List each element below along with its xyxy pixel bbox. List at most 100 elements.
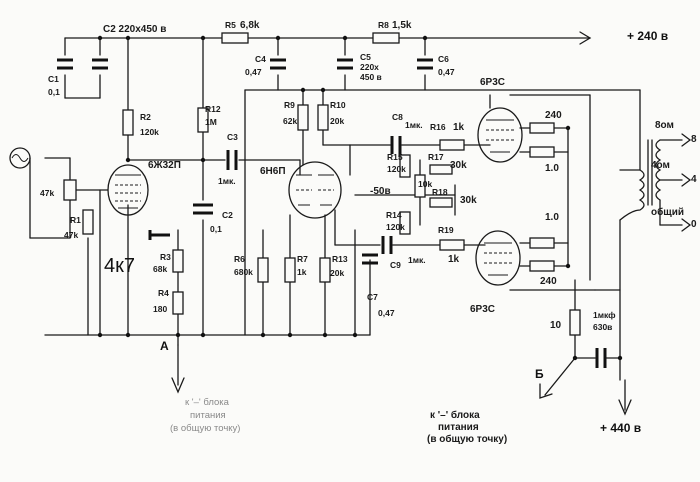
resistor-r9 [297, 104, 309, 131]
component-label: R7 [297, 254, 308, 264]
component-label: к '–' блока [430, 409, 480, 421]
output-terminals [681, 133, 692, 232]
tube-v2-label: 6Н6П [260, 166, 286, 177]
resistor-snubber [569, 309, 581, 336]
component-label: 10 [550, 320, 562, 331]
component-label: 6,8k [240, 20, 260, 31]
component-label: 30k [450, 160, 467, 171]
tube-v1-label: 6Ж32П [148, 160, 181, 171]
junction-dots [97, 35, 623, 361]
component-label: C4 [255, 54, 266, 64]
resistor-r2 [122, 109, 134, 136]
resistor-r1 [82, 209, 94, 235]
component-label: R12 [205, 104, 221, 114]
resistor-r5 [221, 32, 249, 44]
component-label: C2 220х450 в [103, 24, 166, 35]
component-label: 1.0 [545, 212, 559, 223]
component-label: 1мкф [593, 310, 616, 320]
component-label: 0,1 [48, 87, 60, 97]
component-label: 120k [386, 222, 405, 232]
component-label: питания [438, 422, 479, 433]
component-label: 1мк. [408, 255, 426, 265]
resistor-r23 [529, 260, 555, 272]
tube-v1-pentode [107, 164, 149, 216]
component-label: 68k [153, 264, 167, 274]
component-label: 1мк. [405, 120, 423, 130]
component-label: 30k [460, 195, 477, 206]
resistor-r6 [257, 257, 269, 283]
component-label: 47k [64, 230, 78, 240]
component-label: R2 [140, 112, 151, 122]
node-b-label: Б [535, 367, 544, 381]
resistor-r4 [172, 291, 184, 315]
volume-pot [63, 179, 77, 201]
component-label: R15 [387, 152, 403, 162]
resistor-r19 [439, 239, 465, 251]
supply-240-label: + 240 в [627, 29, 668, 43]
wiring [29, 31, 683, 416]
capacitors [57, 58, 607, 368]
component-label: 180 [153, 304, 167, 314]
component-label: 8ом [655, 120, 674, 131]
component-label: 0,1 [210, 224, 222, 234]
component-label: 4ом [651, 160, 670, 171]
tube-v3-pentode [477, 107, 523, 163]
component-label: 4 [691, 174, 697, 185]
component-label: C5 [360, 52, 371, 62]
supply-440-label: + 440 в [600, 421, 641, 435]
component-label: 10k [418, 179, 432, 189]
component-label: C8 [392, 112, 403, 122]
resistor-r7 [284, 257, 296, 283]
component-label: 240 [545, 110, 562, 121]
component-label: -50в [370, 186, 391, 197]
component-label: 62k [283, 116, 297, 126]
resistor-r8 [372, 32, 400, 44]
component-label: R19 [438, 225, 454, 235]
component-label: R4 [158, 288, 169, 298]
tube-v4-label: 6Р3С [470, 304, 495, 315]
component-label: общий [651, 206, 684, 218]
component-label: R5 [225, 20, 236, 30]
component-label: R10 [330, 100, 346, 110]
component-label: 630в [593, 322, 612, 332]
cathode-cap-label: 4к7 [104, 255, 135, 277]
component-label: (в общую точку) [170, 423, 240, 434]
resistor-r15 [399, 154, 411, 178]
component-label: C6 [438, 54, 449, 64]
component-label: 1M [205, 117, 217, 127]
component-label: 1k [448, 254, 460, 265]
component-label: 0 [691, 219, 697, 230]
node-a-label: A [160, 339, 169, 353]
component-label: C1 [48, 74, 59, 84]
component-label: 120k [140, 127, 159, 137]
component-label: C2 [222, 210, 233, 220]
component-label: (в общую точку) [427, 433, 507, 445]
component-label: C9 [390, 260, 401, 270]
resistor-r13 [319, 257, 331, 283]
bias-pot [414, 174, 426, 198]
resistor-r22 [529, 237, 555, 249]
component-label: питания [190, 410, 226, 421]
component-label: 47k [40, 188, 54, 198]
resistor-r3 [172, 249, 184, 273]
tube-v4-pentode [475, 230, 521, 286]
component-label: R14 [386, 210, 402, 220]
component-label: R8 [378, 20, 389, 30]
component-label: 0,47 [438, 67, 455, 77]
resistor-r18 [429, 197, 453, 208]
component-label: R16 [430, 122, 446, 132]
component-label: 1,5k [392, 20, 412, 31]
component-label: к '–' блока [185, 397, 230, 408]
component-label: 0,47 [378, 308, 395, 318]
resistor-r12 [197, 107, 209, 133]
component-label: R13 [332, 254, 348, 264]
component-label: 220х [360, 62, 379, 72]
resistor-r10 [317, 104, 329, 131]
component-label: R17 [428, 152, 444, 162]
component-label: 1k [297, 267, 307, 277]
resistors [63, 32, 581, 336]
tube-v2-double-triode [288, 161, 342, 219]
resistor-r14 [399, 211, 411, 235]
